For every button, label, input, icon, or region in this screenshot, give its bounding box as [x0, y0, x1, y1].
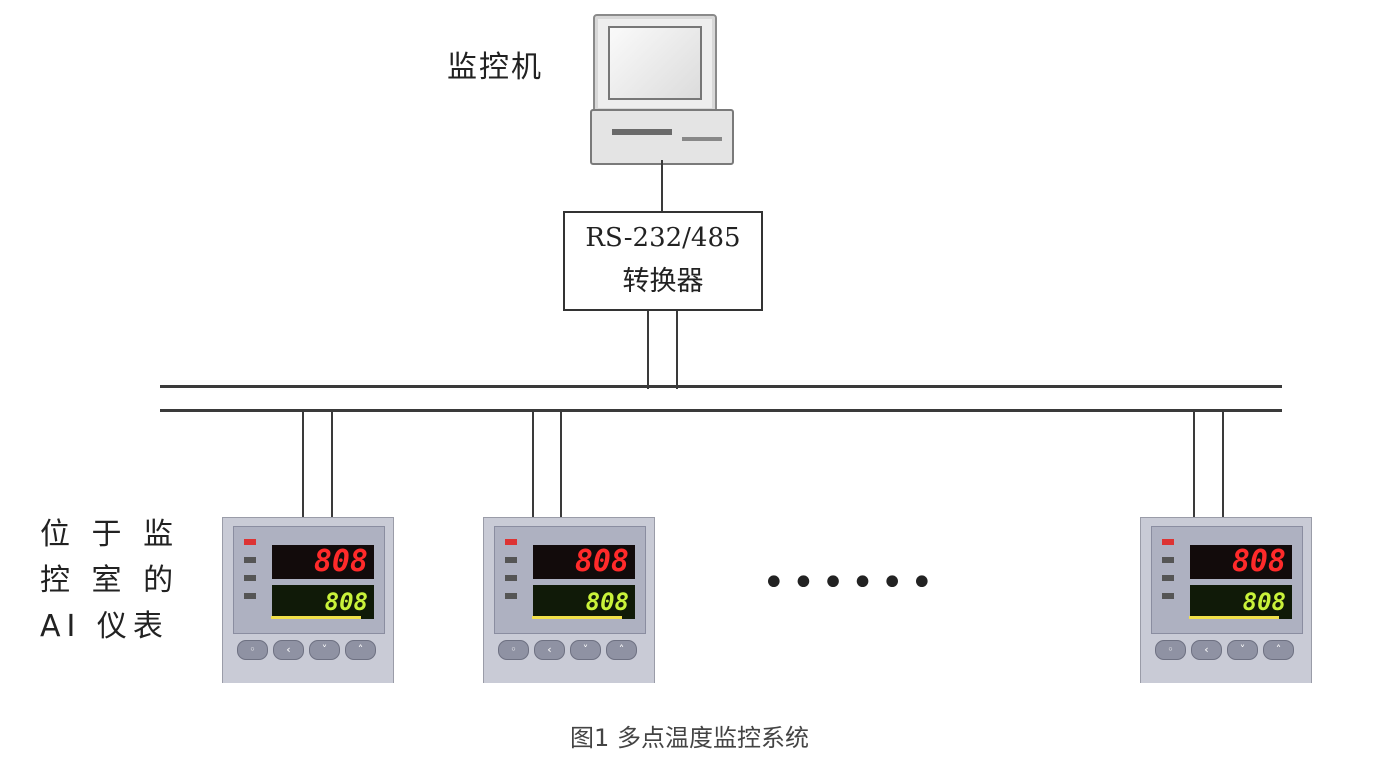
instrument-label-line3: AI 仪表: [40, 609, 169, 644]
down-button-icon: ˅: [1227, 640, 1258, 660]
up-button-icon: ˄: [1263, 640, 1294, 660]
connector-line-converter-b: [676, 311, 678, 389]
connector-line-computer: [661, 160, 663, 212]
converter-label-line1: RS-232/485: [585, 223, 741, 253]
drop-line-3a: [1193, 411, 1195, 517]
pv-display: 808: [1190, 545, 1292, 579]
bus-line-bottom: [160, 409, 1282, 412]
instrument-buttons: ◦‹˅˄: [1155, 638, 1300, 664]
left-button-icon: ‹: [1191, 640, 1222, 660]
down-button-icon: ˅: [570, 640, 601, 660]
up-button-icon: ˄: [606, 640, 637, 660]
instrument-label-line2: 控 室 的: [40, 563, 180, 598]
instrument-buttons: ◦‹˅˄: [498, 638, 643, 664]
drop-line-1b: [331, 411, 333, 517]
status-leds: [1162, 539, 1176, 611]
converter-box: RS-232/485 转换器: [563, 211, 763, 311]
indicator-bar: [532, 616, 622, 619]
pv-display: 808: [533, 545, 635, 579]
instrument-group-label: 位 于 监 控 室 的 AI 仪表: [40, 512, 190, 650]
ai-instrument-3: 808 808 ◦‹˅˄: [1140, 517, 1312, 683]
sv-display: 808: [272, 585, 374, 619]
status-leds: [505, 539, 519, 611]
monitor-screen-frame: [593, 14, 717, 113]
ai-instrument-1: 808 808 ◦‹˅˄: [222, 517, 394, 683]
status-leds: [244, 539, 258, 611]
pv-display: 808: [272, 545, 374, 579]
ai-instrument-2: 808 808 ◦‹˅˄: [483, 517, 655, 683]
disk-drive-slot: [612, 129, 672, 135]
set-button-icon: ◦: [1155, 640, 1186, 660]
ellipsis-more-instruments: ••••••: [762, 560, 940, 606]
instrument-buttons: ◦‹˅˄: [237, 638, 382, 664]
connector-line-converter-a: [647, 311, 649, 389]
sv-display: 808: [1190, 585, 1292, 619]
set-button-icon: ◦: [237, 640, 268, 660]
disk-drive-slot-2: [682, 137, 722, 141]
drop-line-3b: [1222, 411, 1224, 517]
converter-label-line2: 转换器: [622, 266, 704, 297]
indicator-bar: [1189, 616, 1279, 619]
figure-caption: 图1 多点温度监控系统: [570, 724, 809, 752]
computer-base: [590, 109, 734, 165]
drop-line-2a: [532, 411, 534, 517]
up-button-icon: ˄: [345, 640, 376, 660]
monitor-screen: [608, 26, 702, 100]
drop-line-1a: [302, 411, 304, 517]
instrument-label-line1: 位 于 监: [40, 517, 180, 552]
down-button-icon: ˅: [309, 640, 340, 660]
left-button-icon: ‹: [273, 640, 304, 660]
sv-display: 808: [533, 585, 635, 619]
instrument-panel: 808 808: [233, 526, 385, 634]
set-button-icon: ◦: [498, 640, 529, 660]
monitor-label: 监控机: [447, 50, 543, 85]
computer-icon: [585, 14, 735, 165]
bus-line-top: [160, 385, 1282, 388]
drop-line-2b: [560, 411, 562, 517]
indicator-bar: [271, 616, 361, 619]
left-button-icon: ‹: [534, 640, 565, 660]
